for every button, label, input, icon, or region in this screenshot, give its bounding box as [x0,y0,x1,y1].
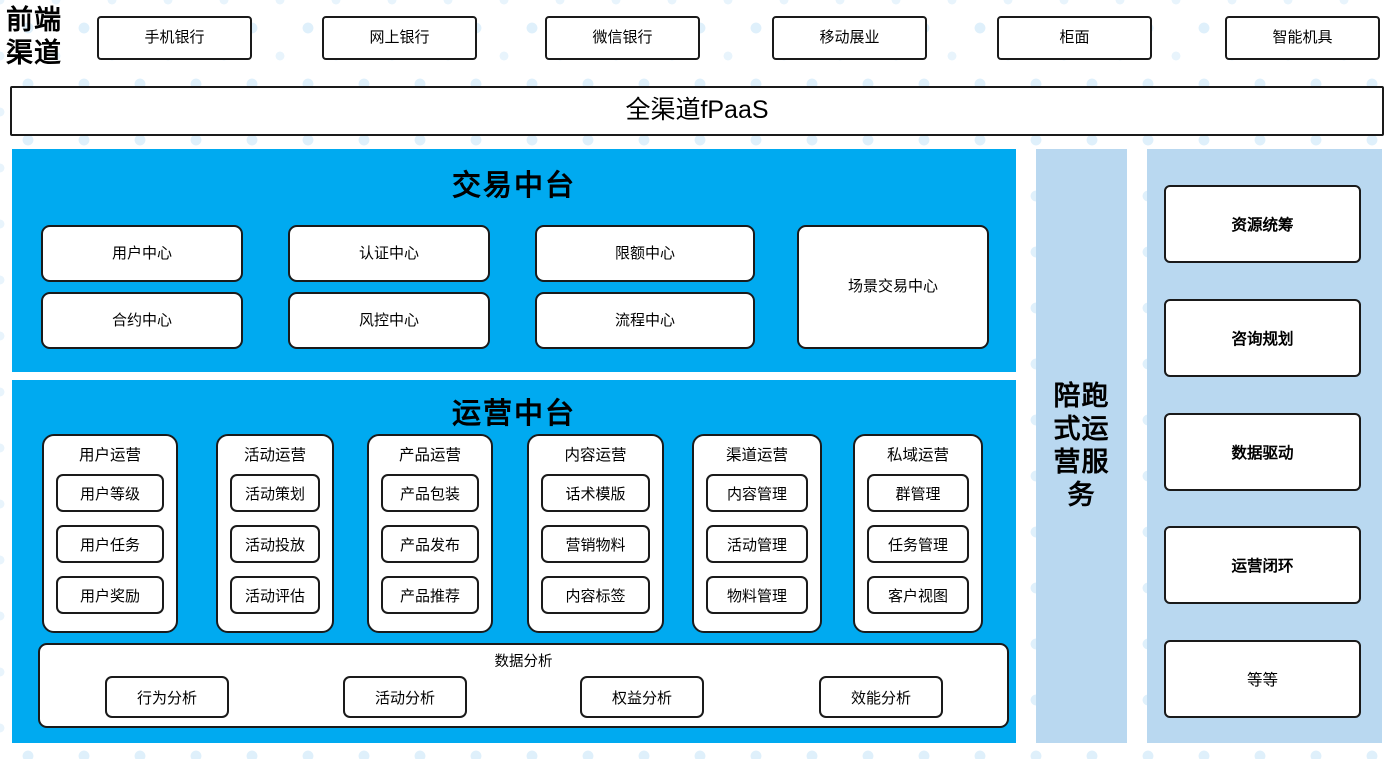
data-analysis-item-efficiency[interactable]: 效能分析 [819,676,943,718]
op-item-campaign-planning[interactable]: 活动策划 [230,474,320,512]
op-item-campaign-delivery[interactable]: 活动投放 [230,525,320,563]
op-card-content-operation[interactable]: 内容运营 话术模版 营销物料 内容标签 [527,434,664,633]
data-analysis-item-behavior[interactable]: 行为分析 [105,676,229,718]
op-card-title-private-domain-operation: 私域运营 [886,447,949,464]
op-card-channel-operation[interactable]: 渠道运营 内容管理 活动管理 物料管理 [692,434,822,633]
channel-box-mobile-biz[interactable]: 移动展业 [772,16,927,60]
op-item-campaign-evaluation[interactable]: 活动评估 [230,576,320,614]
service-item-consulting-planning[interactable]: 咨询规划 [1164,299,1361,377]
companion-service-label: 陪跑式运营服务 [1053,381,1110,510]
channel-box-mobile-bank[interactable]: 手机银行 [97,16,252,60]
op-card-product-operation[interactable]: 产品运营 产品包装 产品发布 产品推荐 [367,434,493,633]
op-item-group-management[interactable]: 群管理 [867,474,969,512]
op-card-title-channel-operation: 渠道运营 [725,447,788,464]
trade-box-user-center[interactable]: 用户中心 [41,225,243,282]
channel-box-online-bank[interactable]: 网上银行 [322,16,477,60]
service-item-operation-closed-loop[interactable]: 运营闭环 [1164,526,1361,604]
trade-box-risk-center[interactable]: 风控中心 [288,292,490,349]
op-item-product-release[interactable]: 产品发布 [381,525,479,563]
op-item-user-task[interactable]: 用户任务 [56,525,164,563]
companion-service-bar: 陪跑式运营服务 [1036,149,1127,743]
op-card-title-user-operation: 用户运营 [78,447,141,464]
op-item-marketing-material[interactable]: 营销物料 [541,525,650,563]
trade-box-process-center[interactable]: 流程中心 [535,292,755,349]
service-item-data-driven[interactable]: 数据驱动 [1164,413,1361,491]
op-item-task-management[interactable]: 任务管理 [867,525,969,563]
data-analysis-title: 数据分析 [494,654,553,670]
op-item-content-tag[interactable]: 内容标签 [541,576,650,614]
frontend-channel-label-line1: 前端 [6,5,62,35]
trade-platform-title: 交易中台 [451,170,576,202]
op-item-material-management[interactable]: 物料管理 [706,576,808,614]
op-item-user-level[interactable]: 用户等级 [56,474,164,512]
channel-box-smart-machine[interactable]: 智能机具 [1225,16,1380,60]
channel-box-wechat-bank[interactable]: 微信银行 [545,16,700,60]
op-card-title-product-operation: 产品运营 [398,447,461,464]
operation-platform-title: 运营中台 [451,398,576,430]
frontend-channel-label: 前端 渠道 [6,2,88,72]
op-item-product-recommend[interactable]: 产品推荐 [381,576,479,614]
op-item-customer-view[interactable]: 客户视图 [867,576,969,614]
op-card-campaign-operation[interactable]: 活动运营 活动策划 活动投放 活动评估 [216,434,334,633]
data-analysis-strip[interactable]: 数据分析 行为分析 活动分析 权益分析 效能分析 [38,643,1009,728]
op-item-content-management[interactable]: 内容管理 [706,474,808,512]
service-item-etc[interactable]: 等等 [1164,640,1361,718]
op-card-user-operation[interactable]: 用户运营 用户等级 用户任务 用户奖励 [42,434,178,633]
service-item-resource-coordination[interactable]: 资源统筹 [1164,185,1361,263]
data-analysis-item-campaign[interactable]: 活动分析 [343,676,467,718]
frontend-channel-label-line2: 渠道 [6,38,62,68]
op-item-campaign-management[interactable]: 活动管理 [706,525,808,563]
service-capability-panel: 资源统筹 咨询规划 数据驱动 运营闭环 等等 [1147,149,1382,743]
op-card-private-domain-operation[interactable]: 私域运营 群管理 任务管理 客户视图 [853,434,983,633]
op-card-title-content-operation: 内容运营 [564,447,627,464]
omnichannel-fpaas-bar[interactable]: 全渠道fPaaS [10,86,1384,136]
op-card-title-campaign-operation: 活动运营 [243,447,306,464]
trade-box-contract-center[interactable]: 合约中心 [41,292,243,349]
op-item-script-template[interactable]: 话术模版 [541,474,650,512]
channel-box-counter[interactable]: 柜面 [997,16,1152,60]
data-analysis-item-benefit[interactable]: 权益分析 [580,676,704,718]
trade-box-limit-center[interactable]: 限额中心 [535,225,755,282]
trade-box-auth-center[interactable]: 认证中心 [288,225,490,282]
trade-box-scenario-center[interactable]: 场景交易中心 [797,225,989,349]
op-item-user-reward[interactable]: 用户奖励 [56,576,164,614]
op-item-product-packaging[interactable]: 产品包装 [381,474,479,512]
